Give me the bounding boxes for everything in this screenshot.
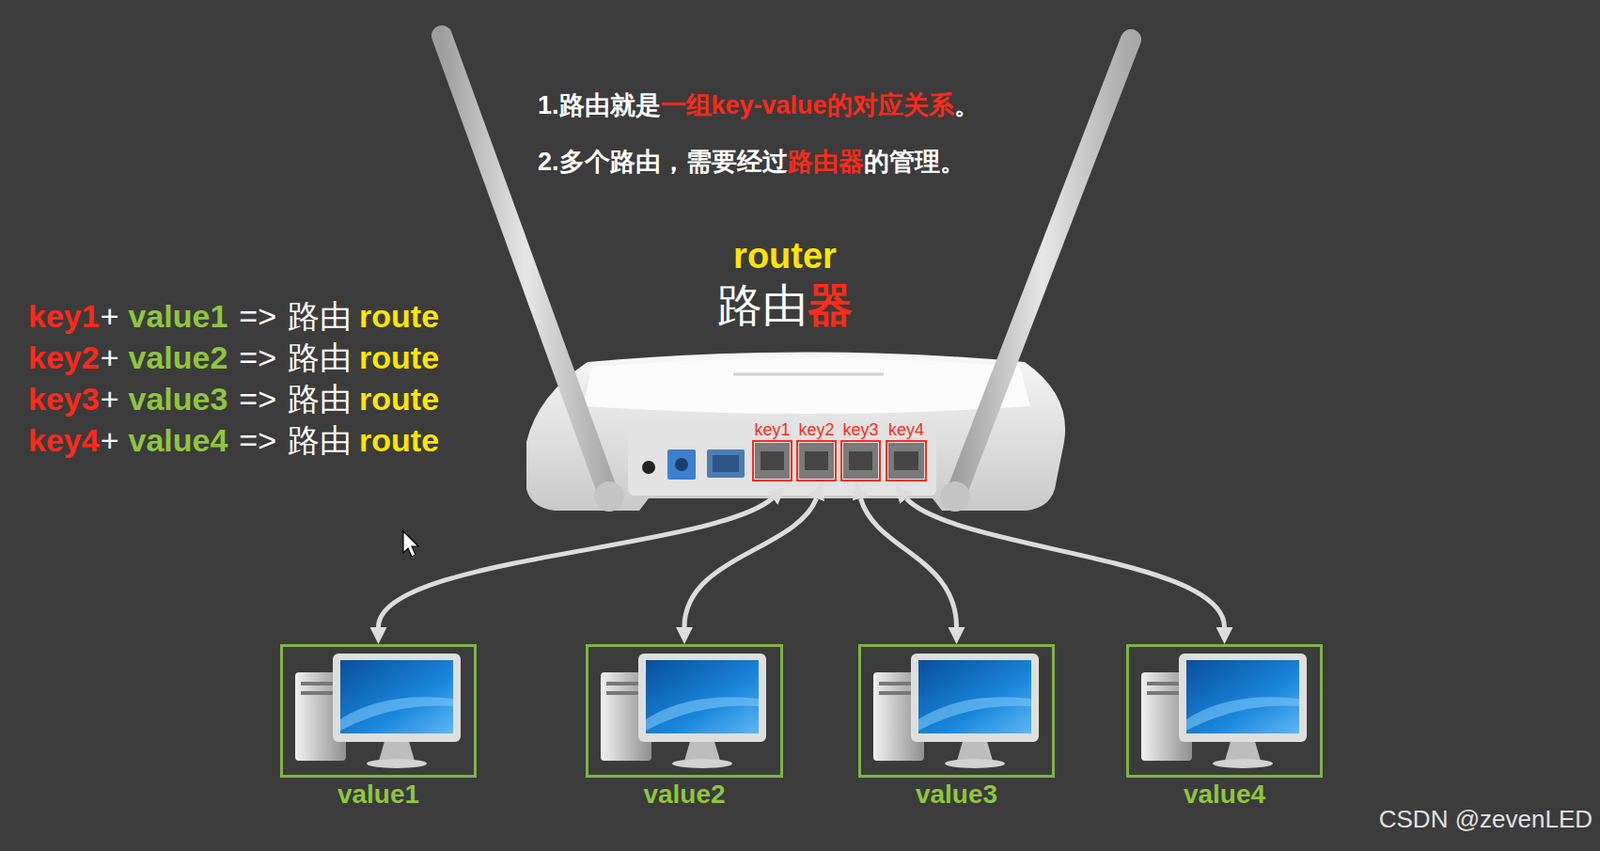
computer-illustration-part — [1141, 653, 1307, 769]
heading-text: 一组key-value的对应关系 — [660, 90, 955, 121]
route-row: + — [100, 297, 120, 336]
double-arrow — [684, 498, 817, 628]
router-title: 路由 — [717, 278, 808, 333]
heading-text-line: 2.多个路由，需要经过路由器的管理。 — [537, 146, 966, 177]
route-row: 路由 — [287, 421, 352, 460]
computer-label: value4 — [1183, 778, 1266, 811]
route-row: 路由 — [287, 297, 352, 336]
route-row: + — [100, 421, 120, 460]
mouse-cursor — [403, 531, 419, 557]
route-row: => — [238, 338, 277, 377]
router-body-part — [843, 442, 879, 479]
route-row: value2 — [128, 338, 229, 377]
route-row: value3 — [128, 379, 229, 419]
route-row: => — [238, 379, 277, 419]
router-body-part — [754, 442, 790, 479]
computer-box: value3 — [858, 643, 1055, 778]
heading-text: 路由器 — [787, 146, 864, 177]
route-row: key4 — [28, 421, 100, 460]
router-body-part — [804, 451, 829, 471]
route-row: 路由 — [287, 338, 352, 377]
computer-illustration-part — [295, 653, 461, 769]
lan-port-box: key2 — [796, 439, 837, 482]
router-body-part — [799, 442, 834, 479]
route-row: key3 — [28, 379, 100, 419]
router-title-line: 路由器 — [653, 278, 917, 333]
route-row-line: key4+value4=> 路由route — [28, 421, 440, 460]
route-row: 路由 — [287, 379, 352, 419]
lan-port-box: key4 — [885, 439, 927, 482]
route-row: route — [359, 297, 440, 336]
route-row-line: key1+value1=> 路由route — [28, 297, 440, 336]
route-row: route — [359, 421, 440, 460]
computer-box: value4 — [1126, 643, 1323, 778]
router-body-part — [888, 442, 925, 479]
computer-label: value2 — [643, 778, 725, 811]
port-label: key2 — [798, 420, 834, 441]
route-row: route — [359, 379, 440, 419]
route-row: value4 — [128, 421, 229, 460]
router-body-part — [667, 449, 696, 480]
computer-illustration-part — [600, 653, 767, 769]
router-title-line: router — [653, 235, 917, 279]
router-body-part — [712, 454, 739, 472]
router-body-part — [733, 373, 884, 377]
antenna-part — [955, 39, 1131, 497]
router-body-part — [582, 358, 1031, 414]
route-row-line: key2+value2=> 路由route — [28, 338, 440, 377]
router-title: router — [733, 235, 837, 279]
router-body-part — [706, 449, 745, 478]
router-body-part — [642, 460, 656, 474]
route-row: + — [100, 379, 120, 419]
port-label: key1 — [753, 420, 790, 441]
double-arrow — [378, 498, 773, 628]
computer-label: value1 — [337, 778, 420, 811]
heading-text: 2.多个路由，需要经过 — [537, 146, 788, 177]
mouse-cursor-part — [403, 531, 419, 557]
heading-text-line: 1.路由就是一组key-value的对应关系。 — [537, 90, 980, 121]
computer-box: value1 — [280, 643, 477, 778]
heading-text: 的管理。 — [863, 146, 966, 177]
port-label: key4 — [888, 420, 925, 441]
computer-illustration — [295, 653, 1307, 769]
computer-box: value2 — [585, 643, 784, 778]
heading-text: 。 — [954, 90, 980, 121]
computer-illustration-part — [873, 653, 1039, 769]
router-body-part — [894, 451, 919, 471]
route-row: key1 — [28, 297, 100, 336]
antenna — [441, 35, 1131, 512]
antenna-part — [594, 481, 625, 512]
route-row: route — [359, 338, 440, 377]
router-title: 器 — [807, 278, 853, 333]
route-row: => — [238, 421, 277, 460]
computer-label: value3 — [915, 778, 998, 811]
router-body-part — [674, 457, 689, 471]
route-row: => — [238, 297, 277, 336]
lan-port-box: key1 — [752, 439, 793, 482]
port-label: key3 — [842, 420, 879, 441]
watermark-line: CSDN @zevenLED — [1379, 804, 1593, 834]
router-body-part — [848, 451, 873, 471]
route-row: value1 — [128, 297, 229, 336]
route-row: + — [100, 338, 120, 377]
router-body-part — [760, 451, 785, 471]
watermark: CSDN @zevenLED — [1379, 804, 1593, 834]
antenna-part — [940, 481, 971, 512]
lan-port-box: key3 — [840, 439, 881, 482]
route-row: key2 — [28, 338, 100, 377]
route-row-line: key3+value3=>路由route — [28, 379, 440, 419]
double-arrow — [906, 498, 1225, 628]
heading-text: 1.路由就是 — [537, 90, 661, 121]
